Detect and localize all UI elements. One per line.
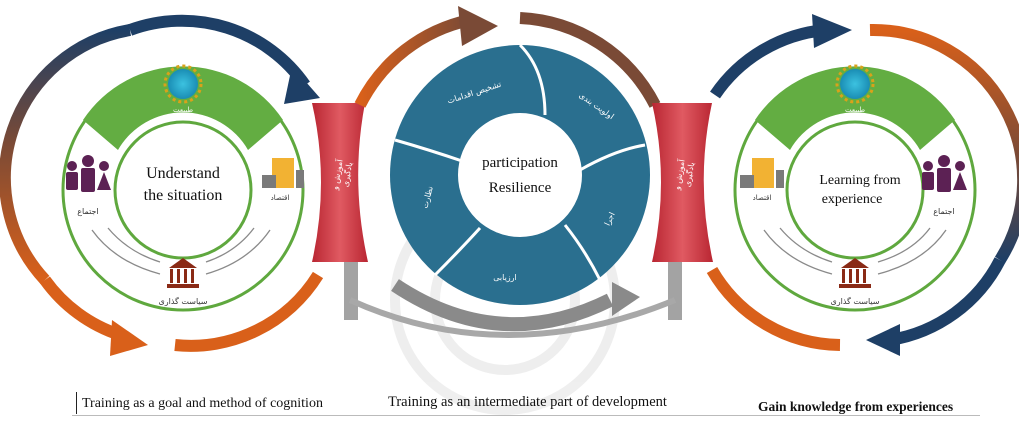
right-economy-label: اقتصاد — [753, 194, 772, 202]
right-outer-arrowhead-bottom — [866, 324, 900, 356]
right-policy-label: سیاست گذاری — [830, 296, 879, 306]
left-outer-arrowhead-bottom — [110, 320, 148, 356]
left-outer-arc-side — [0, 24, 132, 285]
center-bottom-arrowhead — [612, 282, 640, 316]
right-outer-arc-side — [869, 23, 1019, 264]
right-outer-arc-bottom — [888, 257, 1006, 346]
right-nature-band — [755, 66, 955, 150]
center-text-line2: Resilience — [489, 180, 552, 196]
center-segment-3: ارزیابی — [493, 273, 517, 282]
center-top-right-arc — [519, 12, 661, 108]
center-cycle: تشخیص اقدامات اولویت بندی اجرا ارزیابی ن… — [354, 6, 661, 305]
left-connector: آموزش و یادگیری — [312, 103, 368, 262]
center-bottom-arrow — [391, 279, 614, 332]
caption-bottom-line — [72, 415, 980, 416]
right-center-text-line2: experience — [822, 192, 883, 207]
left-center-text-line2: the situation — [144, 187, 223, 204]
left-nature-label: طبیعت — [173, 106, 193, 114]
caption-left: Training as a goal and method of cogniti… — [82, 396, 323, 411]
left-policy-icon — [167, 258, 199, 288]
left-outer-arrowhead-blue — [284, 66, 320, 104]
left-sun-icon — [163, 64, 203, 104]
left-factory-icon — [262, 158, 304, 188]
left-society-icon — [66, 155, 111, 192]
left-society-label: اجتماع — [77, 207, 98, 216]
right-center-text-line1: Learning from — [819, 173, 900, 188]
left-policy-label: سیاست گذاری — [158, 296, 207, 306]
right-nature-label: طبیعت — [845, 106, 865, 114]
right-cycle: طبیعت اجتماع اقتصاد سیاست گذاری Learning — [706, 14, 1019, 356]
left-thin-arrows — [91, 227, 271, 275]
center-text-line1: participation — [482, 155, 558, 171]
center-top-arc — [354, 14, 472, 108]
center-top-arrowhead — [458, 6, 498, 46]
center-inner-circle — [458, 113, 582, 237]
left-outer-arc-bottom-right — [174, 271, 324, 352]
base-arc — [348, 297, 677, 338]
center-segment-dividers — [394, 43, 646, 281]
right-outer-arrowhead-top — [812, 14, 852, 48]
left-outer-arc-bottom — [40, 276, 122, 341]
left-outer-arc-blue — [127, 14, 310, 89]
left-cycle: طبیعت اجتماع اقتصاد سیاست گذاری — [0, 14, 324, 356]
left-economy-label: اقتصاد — [271, 194, 290, 202]
right-policy-icon — [839, 258, 871, 288]
right-connector: آموزش و یادگیری — [652, 103, 713, 262]
right-sun-icon — [835, 64, 875, 104]
right-inner-circle — [785, 120, 925, 260]
left-connector-label-line2: یادگیری — [340, 161, 354, 187]
right-connector-label-line2: یادگیری — [682, 161, 696, 187]
right-outer-arc-bottom-left — [706, 266, 841, 351]
right-outer-arc-top — [710, 24, 826, 99]
left-nature-band — [83, 66, 283, 150]
right-thin-arrows — [763, 227, 947, 275]
caption-middle: Training as an intermediate part of deve… — [388, 394, 667, 410]
left-center-text-line1: Understand — [146, 165, 220, 182]
caption-left-divider — [76, 392, 77, 414]
caption-right: Gain knowledge from experiences — [758, 399, 954, 414]
right-society-icon — [922, 155, 967, 192]
right-society-label: اجتماع — [933, 207, 954, 216]
right-factory-icon — [740, 158, 784, 188]
